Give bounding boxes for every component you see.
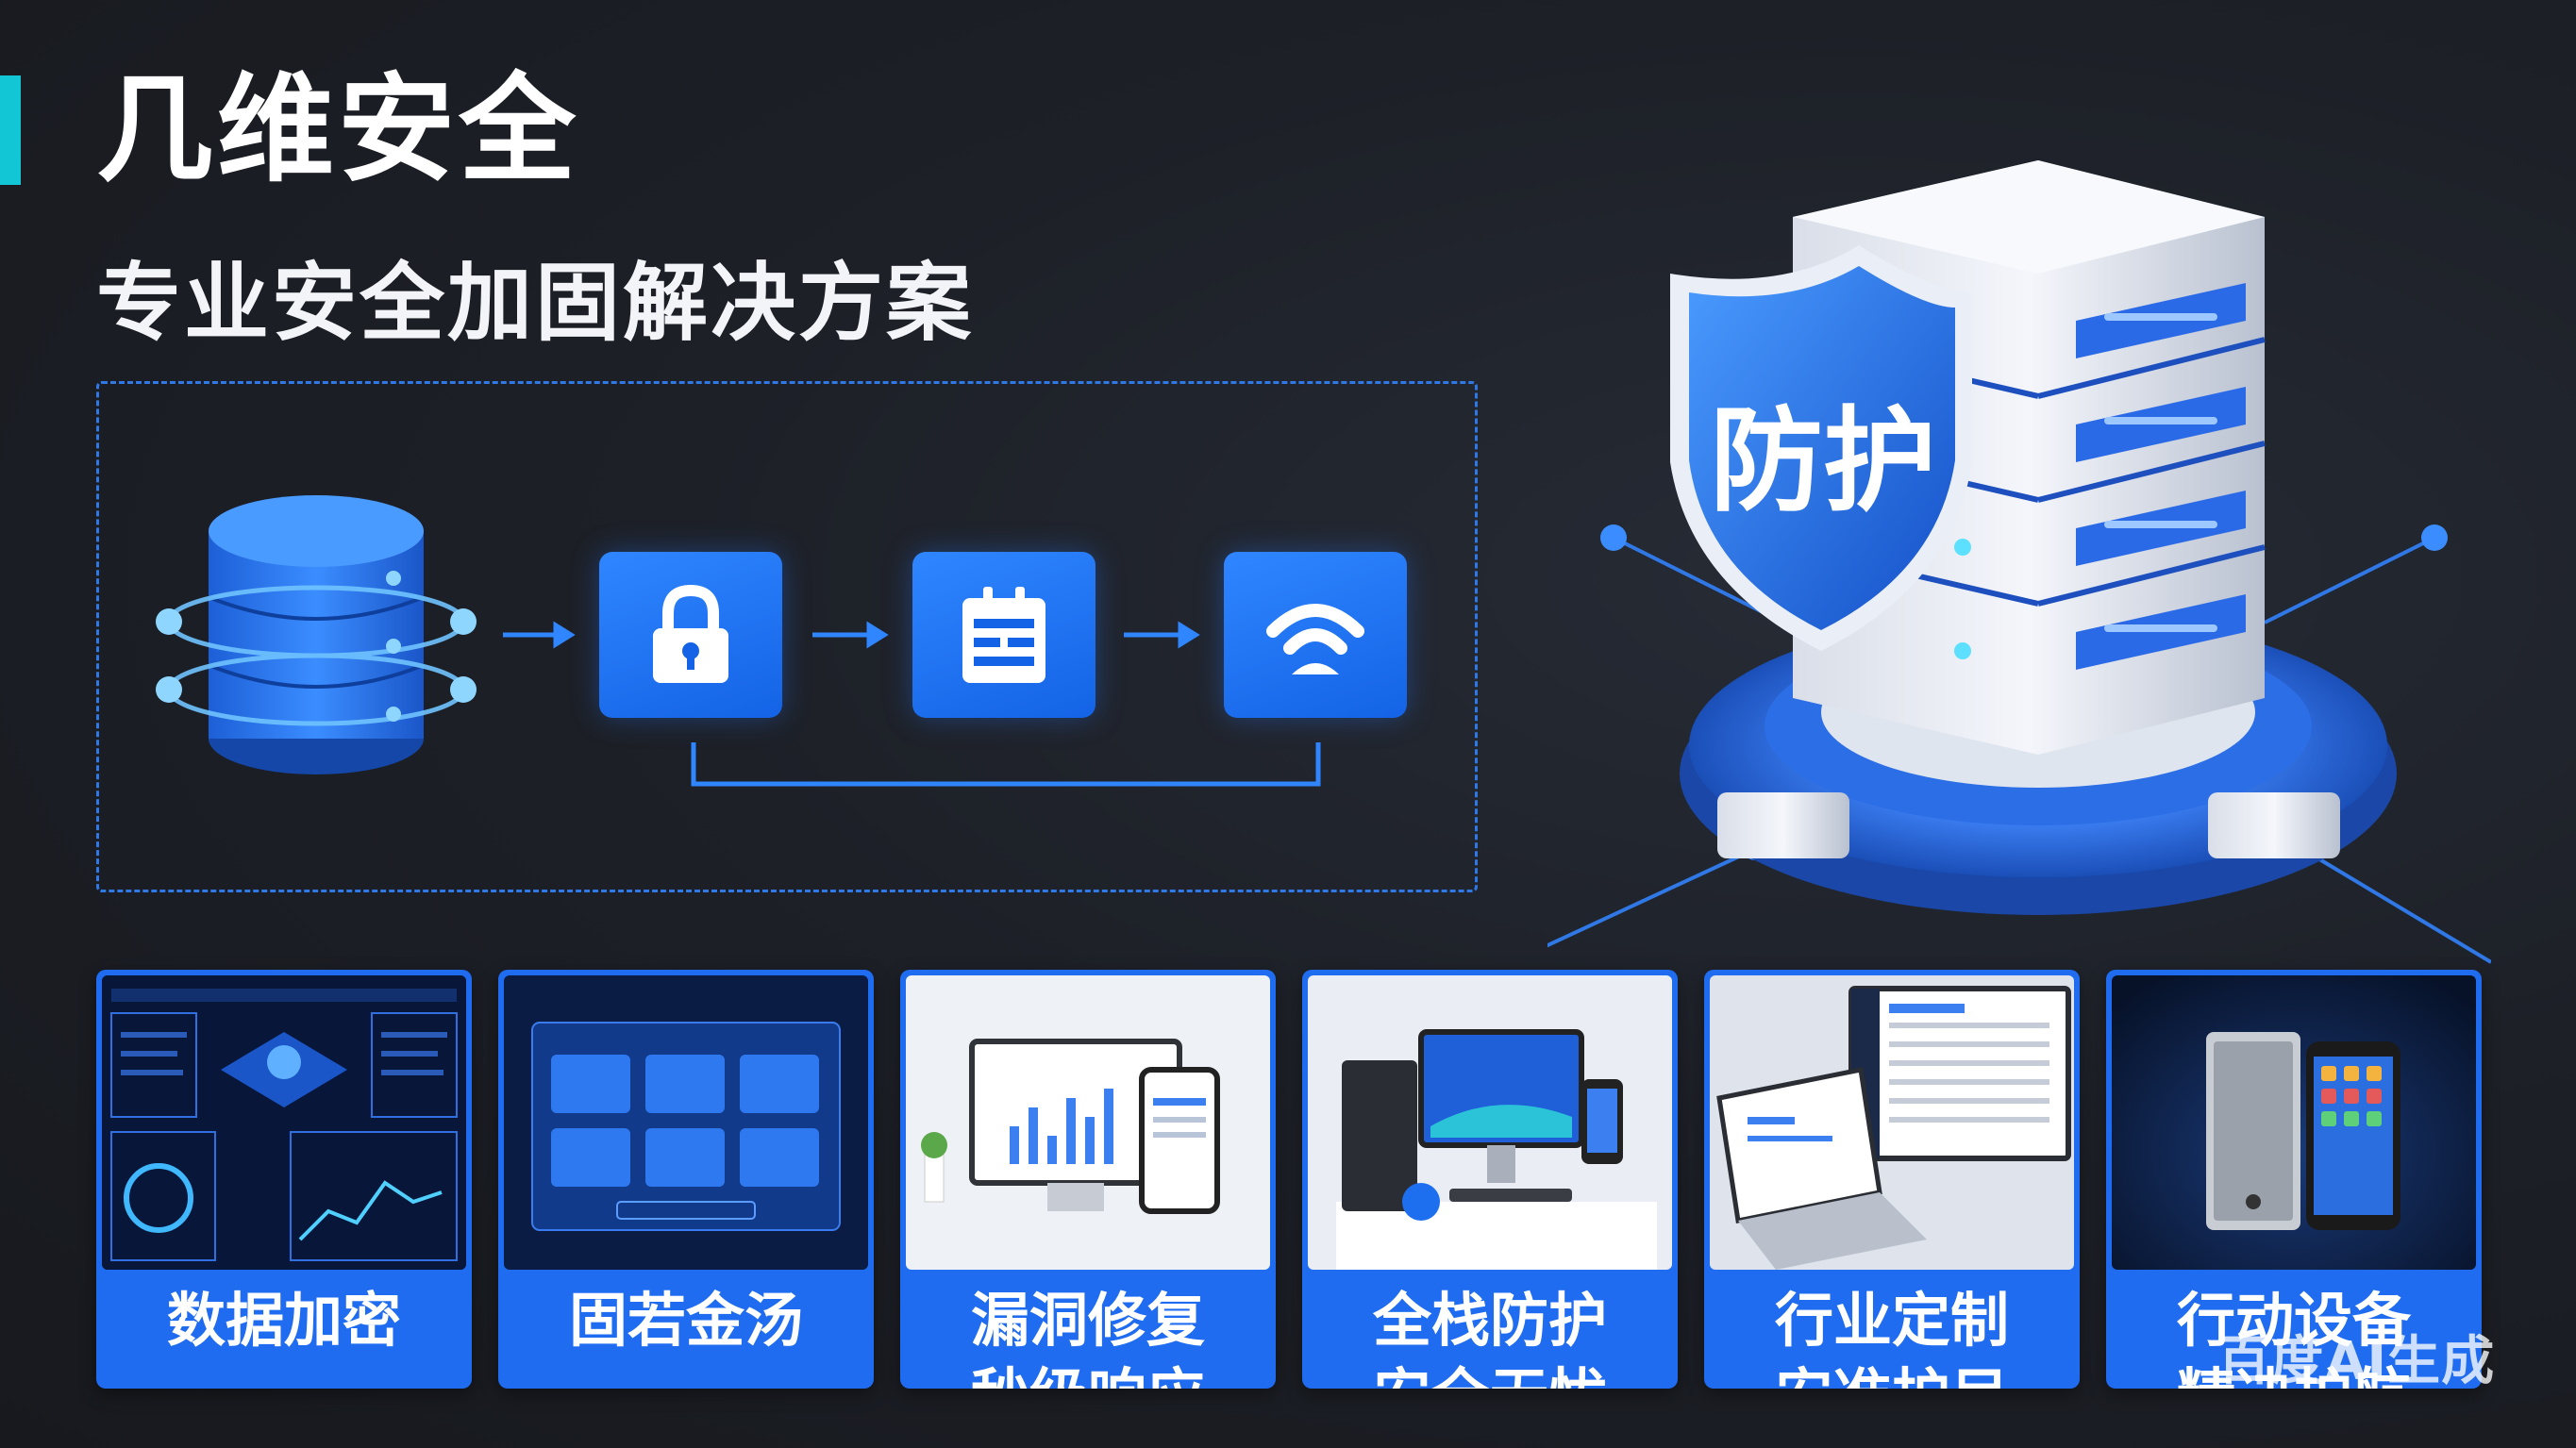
- page-title: 几维安全: [96, 62, 580, 198]
- shield-label: 防护: [1710, 396, 1936, 527]
- card-caption: 数据加密: [166, 1286, 401, 1355]
- card-caption: 固若金汤: [568, 1286, 803, 1355]
- server-shield-illustration: 防护: [1547, 160, 2491, 964]
- database-icon: [156, 495, 477, 774]
- security-dashboard-image: [102, 975, 466, 1270]
- feature-card[interactable]: 行动设备 精决护航: [2106, 970, 2482, 1389]
- app-grid-screen-image: [504, 975, 868, 1270]
- feature-card[interactable]: 行业定制 安准护目: [1704, 970, 2080, 1389]
- feature-card[interactable]: 全栈防护 安全无忧: [1302, 970, 1678, 1389]
- lock-icon: [653, 584, 728, 683]
- card-caption: 全栈防护 安全无忧: [1372, 1286, 1607, 1389]
- document-icon: [962, 587, 1045, 683]
- feature-card[interactable]: 固若金汤: [498, 970, 874, 1389]
- signal-icon: [1266, 604, 1364, 674]
- flow-diagram: [96, 381, 1478, 892]
- card-caption: 行业定制 安准护目: [1774, 1286, 2009, 1389]
- feature-card[interactable]: 数据加密: [96, 970, 472, 1389]
- card-caption: 漏洞修复 秒级响应: [970, 1286, 1205, 1389]
- feature-cards: 数据加密: [96, 970, 2482, 1413]
- desktop-and-phone-image: [906, 975, 1270, 1270]
- pc-tower-and-monitor-image: [1308, 975, 1672, 1270]
- watermark: 百度AI生成: [2217, 1331, 2496, 1392]
- card-caption: 行动设备 精决护航: [2176, 1286, 2411, 1389]
- title-accent-bar: [0, 75, 21, 185]
- flow-step-document: [912, 552, 1096, 718]
- feature-card[interactable]: 漏洞修复 秒级响应: [900, 970, 1276, 1389]
- laptop-and-monitor-image: [1710, 975, 2074, 1270]
- pc-and-smartphone-image: [2112, 975, 2476, 1270]
- flow-step-lock: [599, 552, 782, 718]
- flow-connectors: [503, 621, 1321, 787]
- flow-step-signal: [1224, 552, 1407, 718]
- page-subtitle: 专业安全加固解决方案: [96, 254, 974, 353]
